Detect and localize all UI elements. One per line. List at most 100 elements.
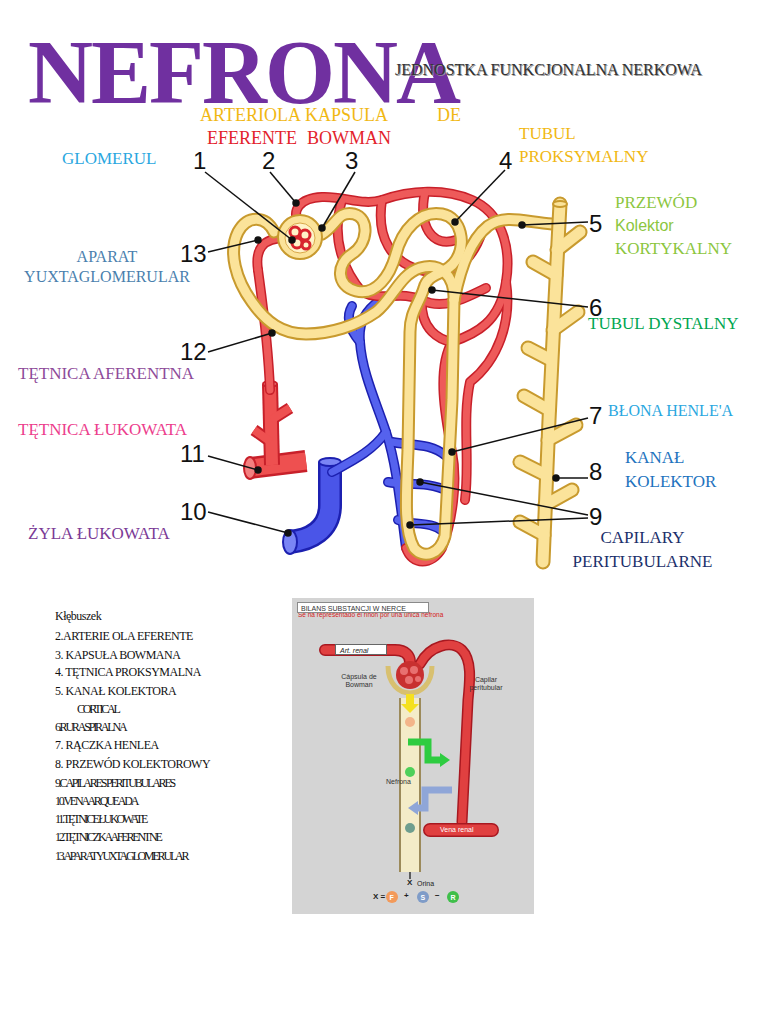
filtration-arrow [406,694,414,704]
leader-lines [319,225,325,231]
node-text: Art. renal [340,647,368,654]
part-label: DE [437,106,461,124]
leader-lines [429,287,435,293]
list-item: Kłębuszek [55,610,101,622]
inset-glomerulus [396,661,424,689]
list-item: 9.CAPILARES PERITUBULARES [55,777,174,789]
nephron-tube [399,698,421,872]
peritubular-capillary [430,825,492,836]
list-item: 10.VENA ARQUEADA [55,795,137,807]
part-label: GLOMERUL [62,150,156,167]
nephron-tubule [234,213,552,554]
substance-dots [405,767,415,777]
list-item: 4. TĘTNICA PROKSYMALNA [55,666,201,678]
formula-letter: F [390,894,394,901]
nephron-tubule [234,213,552,554]
inset-label: Nefrona [386,778,411,785]
leader-lines [285,530,291,536]
callout-number: 13 [180,242,207,266]
leader-lines [452,418,588,452]
arcuate-vein [290,462,330,542]
substance-dots [405,717,415,727]
leader-lines [455,170,505,222]
formula-circles [447,891,459,903]
nephron-tube [401,698,419,872]
glomerulus [290,227,310,249]
part-label: TĘTNICA ŁUKOWATA [18,421,187,438]
urine-arrow [409,872,411,879]
inset-glomerulus [415,676,421,682]
part-label: BŁONA HENLE'A [608,403,733,419]
inset-label: X [407,879,412,887]
filtration-arrow [401,704,419,713]
part-label: APARAT YUXTAGLOMERULAR [12,247,202,287]
leader-lines [208,456,258,470]
inset-label: Orina [417,880,434,887]
leader-lines [417,479,423,485]
part-label: PRZEWÓD [615,194,697,211]
callout-number: 8 [589,460,602,484]
leader-lines [205,170,588,536]
formula-text: − [435,892,440,900]
leader-lines [449,449,455,455]
formula-letter: S [421,894,426,901]
list-item: 12.TĘTNICZKA AFERENTNE [55,831,161,843]
callout-number: 5 [589,212,602,236]
node-text: BILANS SUBSTANCJI W NERCE [301,605,406,612]
list-item: 6.RURA SPIRALNA [55,721,125,733]
list-item: 8. PRZEWÓD KOLEKTOROWY [55,758,210,770]
part-label: TUBUL DYSTALNY [588,315,739,332]
arcuate-vein [283,530,297,554]
part-label: ŻYLA ŁUKOWATA [28,525,170,542]
leader-lines [255,237,261,243]
leader-lines [322,172,355,228]
callout-number: 1 [193,149,206,173]
leader-lines [410,518,588,525]
leader-lines [522,222,588,225]
inset-glomerulus [400,667,408,675]
list-item: 3. KAPSUŁA BOWMANA [55,649,180,661]
bowman-capsule [285,223,315,253]
inset-label: Capilar peritubular [464,676,508,692]
callout-number: 7 [589,404,602,428]
leader-lines [420,482,588,515]
leader-lines [432,290,588,307]
peritubular-capillary [430,823,492,837]
list-item: 7. RĄCZKA HENLEA [55,739,159,751]
inset-title-box: BILANS SUBSTANCJI W NERCE [297,602,429,613]
leader-lines [208,333,272,352]
formula-circles [386,891,398,903]
secretion-arrow [408,801,418,815]
arcuate-artery [254,408,290,442]
inset-glomerulus [410,666,418,674]
leader-lines [255,467,261,473]
vessel-label-box: Art. renal [335,644,387,655]
list-item: CORTICAL [77,703,119,715]
callout-number: 9 [589,505,602,529]
leader-lines [519,222,525,228]
leader-lines [208,512,288,533]
leader-lines [208,240,258,252]
inset-glomerulus [396,661,424,689]
leader-lines [289,237,295,243]
leader-lines [452,219,458,225]
leader-lines [270,172,296,203]
inset-label: Vena renal [440,826,473,833]
formula-letter: R [451,894,456,901]
part-label: CAPILARY PERITUBULARNE [555,526,730,574]
leader-lines [269,330,275,336]
bowman-capsule [278,215,322,259]
part-label: EFERENTE [207,129,297,147]
part-label: TUBUL PROKSYMALNY [519,122,679,168]
callout-number: 3 [345,149,358,173]
leader-lines [407,522,413,528]
formula-text: X = [373,893,385,901]
callout-number: 10 [180,500,207,524]
part-label: Kolektor [615,218,674,234]
arcuate-artery [270,384,272,465]
part-label: KAPSULA [305,106,388,124]
leader-lines [553,475,559,481]
callout-number: 11 [180,442,205,466]
nephron-tubule [234,213,552,554]
part-label: TĘTNICA AFERENTNA [18,365,194,382]
